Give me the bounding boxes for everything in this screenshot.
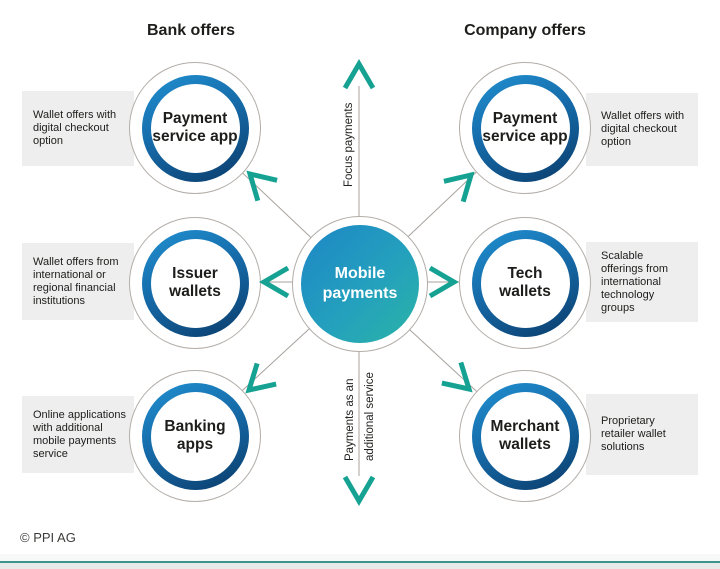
- description-box-payment-service-app-bank: Wallet offers with digital checkout opti…: [22, 91, 134, 166]
- description-text: Wallet offers from international or regi…: [33, 255, 119, 307]
- node-ring: Banking apps: [141, 382, 249, 490]
- bank-offers-heading: Bank offers: [146, 22, 236, 39]
- arrow-right-icon: [428, 265, 459, 299]
- node-label: Payment service app: [150, 83, 240, 173]
- copyright-text: © PPI AG: [20, 530, 76, 545]
- description-box-issuer-wallets: Wallet offers from international or regi…: [22, 243, 134, 320]
- center-label: Mobile payments: [301, 225, 419, 343]
- node-merchant-wallets: Merchant wallets: [459, 370, 591, 502]
- arrow-top-right-icon: [443, 171, 475, 203]
- node-payment-service-app-bank: Payment service app: [129, 62, 261, 194]
- description-text: Wallet offers with digital checkout opti…: [33, 109, 117, 147]
- footer-light-strip: [0, 554, 720, 561]
- payments-additional-service-label-line1: Payments as an: [344, 378, 356, 461]
- arrow-down-icon: [342, 475, 376, 506]
- footer-gray-strip: [0, 563, 720, 569]
- description-box-banking-apps: Online applications with additional mobi…: [22, 396, 134, 473]
- node-ring: Tech wallets: [471, 229, 579, 337]
- description-box-merchant-wallets: Proprietary retailer wallet solutions: [586, 394, 698, 475]
- node-banking-apps: Banking apps: [129, 370, 261, 502]
- description-text: Proprietary retailer wallet solutions: [601, 415, 666, 453]
- node-label: Tech wallets: [480, 238, 570, 328]
- node-payment-service-app-company: Payment service app: [459, 62, 591, 194]
- company-offers-heading: Company offers: [464, 22, 586, 39]
- node-label: Merchant wallets: [480, 391, 570, 481]
- arrow-up-icon: [342, 59, 376, 90]
- description-text: Wallet offers with digital checkout opti…: [601, 110, 685, 148]
- node-ring: Payment service app: [141, 74, 249, 182]
- node-label: Issuer wallets: [150, 238, 240, 328]
- node-issuer-wallets: Issuer wallets: [129, 217, 261, 349]
- arrow-left-icon: [259, 265, 290, 299]
- node-ring: Issuer wallets: [141, 229, 249, 337]
- footer-teal-line: [0, 561, 720, 563]
- node-ring: Merchant wallets: [471, 382, 579, 490]
- description-box-tech-wallets: Scalable offerings from international te…: [586, 242, 698, 322]
- description-text: Online applications with additional mobi…: [33, 408, 126, 460]
- description-box-payment-service-app-company: Wallet offers with digital checkout opti…: [586, 93, 698, 166]
- center-node-mobile-payments: Mobile payments: [292, 216, 428, 352]
- arrow-bottom-right-icon: [441, 361, 473, 393]
- node-ring: Payment service app: [471, 74, 579, 182]
- node-label: Banking apps: [150, 391, 240, 481]
- focus-payments-label: Focus payments: [343, 102, 355, 187]
- node-tech-wallets: Tech wallets: [459, 217, 591, 349]
- arrow-top-left-icon: [246, 170, 278, 202]
- description-text: Scalable offerings from international te…: [601, 249, 669, 314]
- arrow-bottom-left-icon: [245, 362, 277, 394]
- payments-additional-service-label-line2: additional service: [364, 372, 376, 461]
- node-label: Payment service app: [480, 83, 570, 173]
